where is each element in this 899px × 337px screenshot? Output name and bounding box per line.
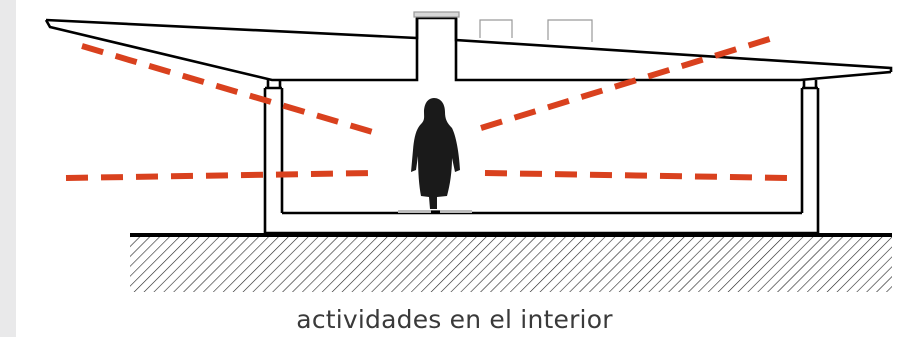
right-wall [800,86,820,233]
floor-slab [265,211,818,235]
person-silhouette [411,98,460,209]
roof-outline [45,16,893,72]
sight-line-upper-right [480,34,777,131]
ground-hatch-icon [130,236,892,292]
sight-lines [65,34,791,181]
roof-underside-left [44,19,419,82]
diagram-caption: actividades en el interior [296,305,613,334]
roof-box-1 [479,19,513,38]
skylight-glass [413,11,460,18]
ground [130,233,892,292]
roof-underside-right [454,40,892,82]
right-bearing [802,80,818,88]
sight-line-upper-left [81,43,377,136]
side-strip [0,0,16,337]
rooftop-elements [413,11,593,42]
left-bearing [266,80,282,88]
person-icon [398,98,472,214]
roof-box-2 [547,19,593,42]
left-wall [263,86,284,233]
sight-line-lower-right [484,170,791,181]
building-section [44,16,893,235]
sight-line-lower-left [65,170,373,181]
